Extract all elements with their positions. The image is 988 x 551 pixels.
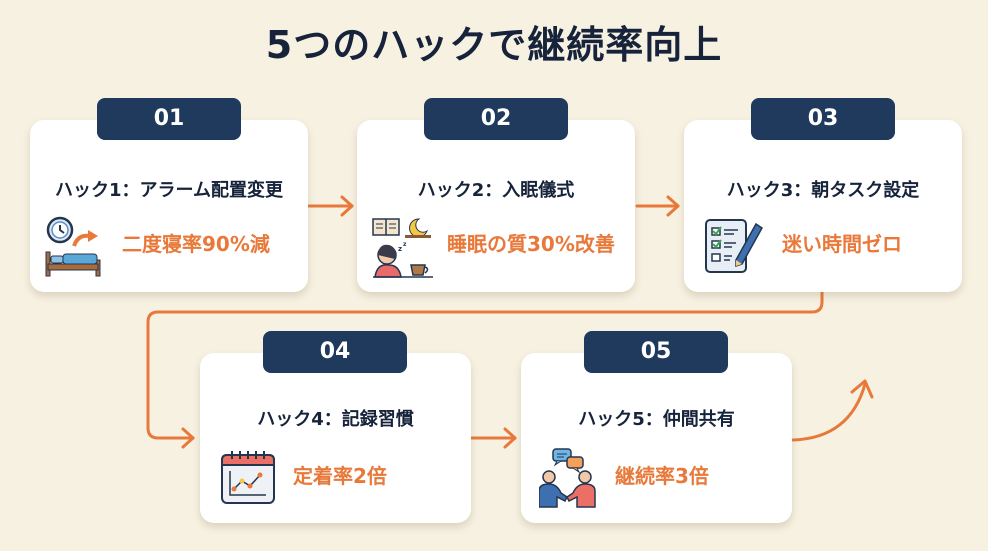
hack-card-3: ハック3：朝タスク設定 迷い時間ゼロ	[684, 120, 962, 292]
handshake-chat-icon	[538, 447, 599, 513]
step-badge-3: 03	[751, 98, 895, 140]
step-badge-1: 01	[97, 98, 241, 140]
hack-card-4: ハック4：記録習慣 定着率2倍	[200, 353, 471, 523]
calendar-chart-icon	[220, 449, 276, 509]
alarm-clock-bed-icon	[42, 216, 106, 282]
hack-result: 睡眠の質30%改善	[447, 232, 615, 256]
arrow-3-to-4	[146, 290, 824, 449]
hack-card-2: ハック2：入眠儀式 z z 睡眠の質30%改善	[357, 120, 635, 292]
bedtime-ritual-icon: z z	[371, 215, 435, 283]
checklist-pen-icon	[704, 216, 764, 280]
step-badge-5: 05	[584, 331, 728, 373]
hack-title: ハック3：朝タスク設定	[726, 180, 920, 201]
svg-text:z: z	[403, 241, 407, 248]
hack-card-5: ハック5：仲間共有 継続率3倍	[521, 353, 792, 523]
hack-result: 二度寝率90%減	[122, 232, 270, 256]
arrow-4-to-5	[470, 427, 517, 449]
hack-title: ハック5：仲間共有	[578, 409, 735, 430]
hack-title: ハック1：アラーム配置変更	[55, 180, 283, 201]
arrow-1-to-2	[307, 195, 354, 217]
hack-title: ハック4：記録習慣	[257, 409, 414, 430]
step-badge-2: 02	[424, 98, 568, 140]
hack-result: 迷い時間ゼロ	[782, 232, 902, 256]
page-title: 5つのハックで継続率向上	[265, 23, 723, 67]
svg-text:z: z	[398, 245, 402, 253]
hack-title: ハック2：入眠儀式	[417, 180, 575, 201]
step-badge-4: 04	[263, 331, 407, 373]
hack-result: 継続率3倍	[615, 464, 709, 488]
arrow-2-to-3	[635, 195, 680, 217]
hack-card-1: ハック1：アラーム配置変更 二度寝率90%減	[30, 120, 308, 292]
arrow-5-upward	[791, 379, 874, 442]
hack-result: 定着率2倍	[293, 464, 387, 488]
